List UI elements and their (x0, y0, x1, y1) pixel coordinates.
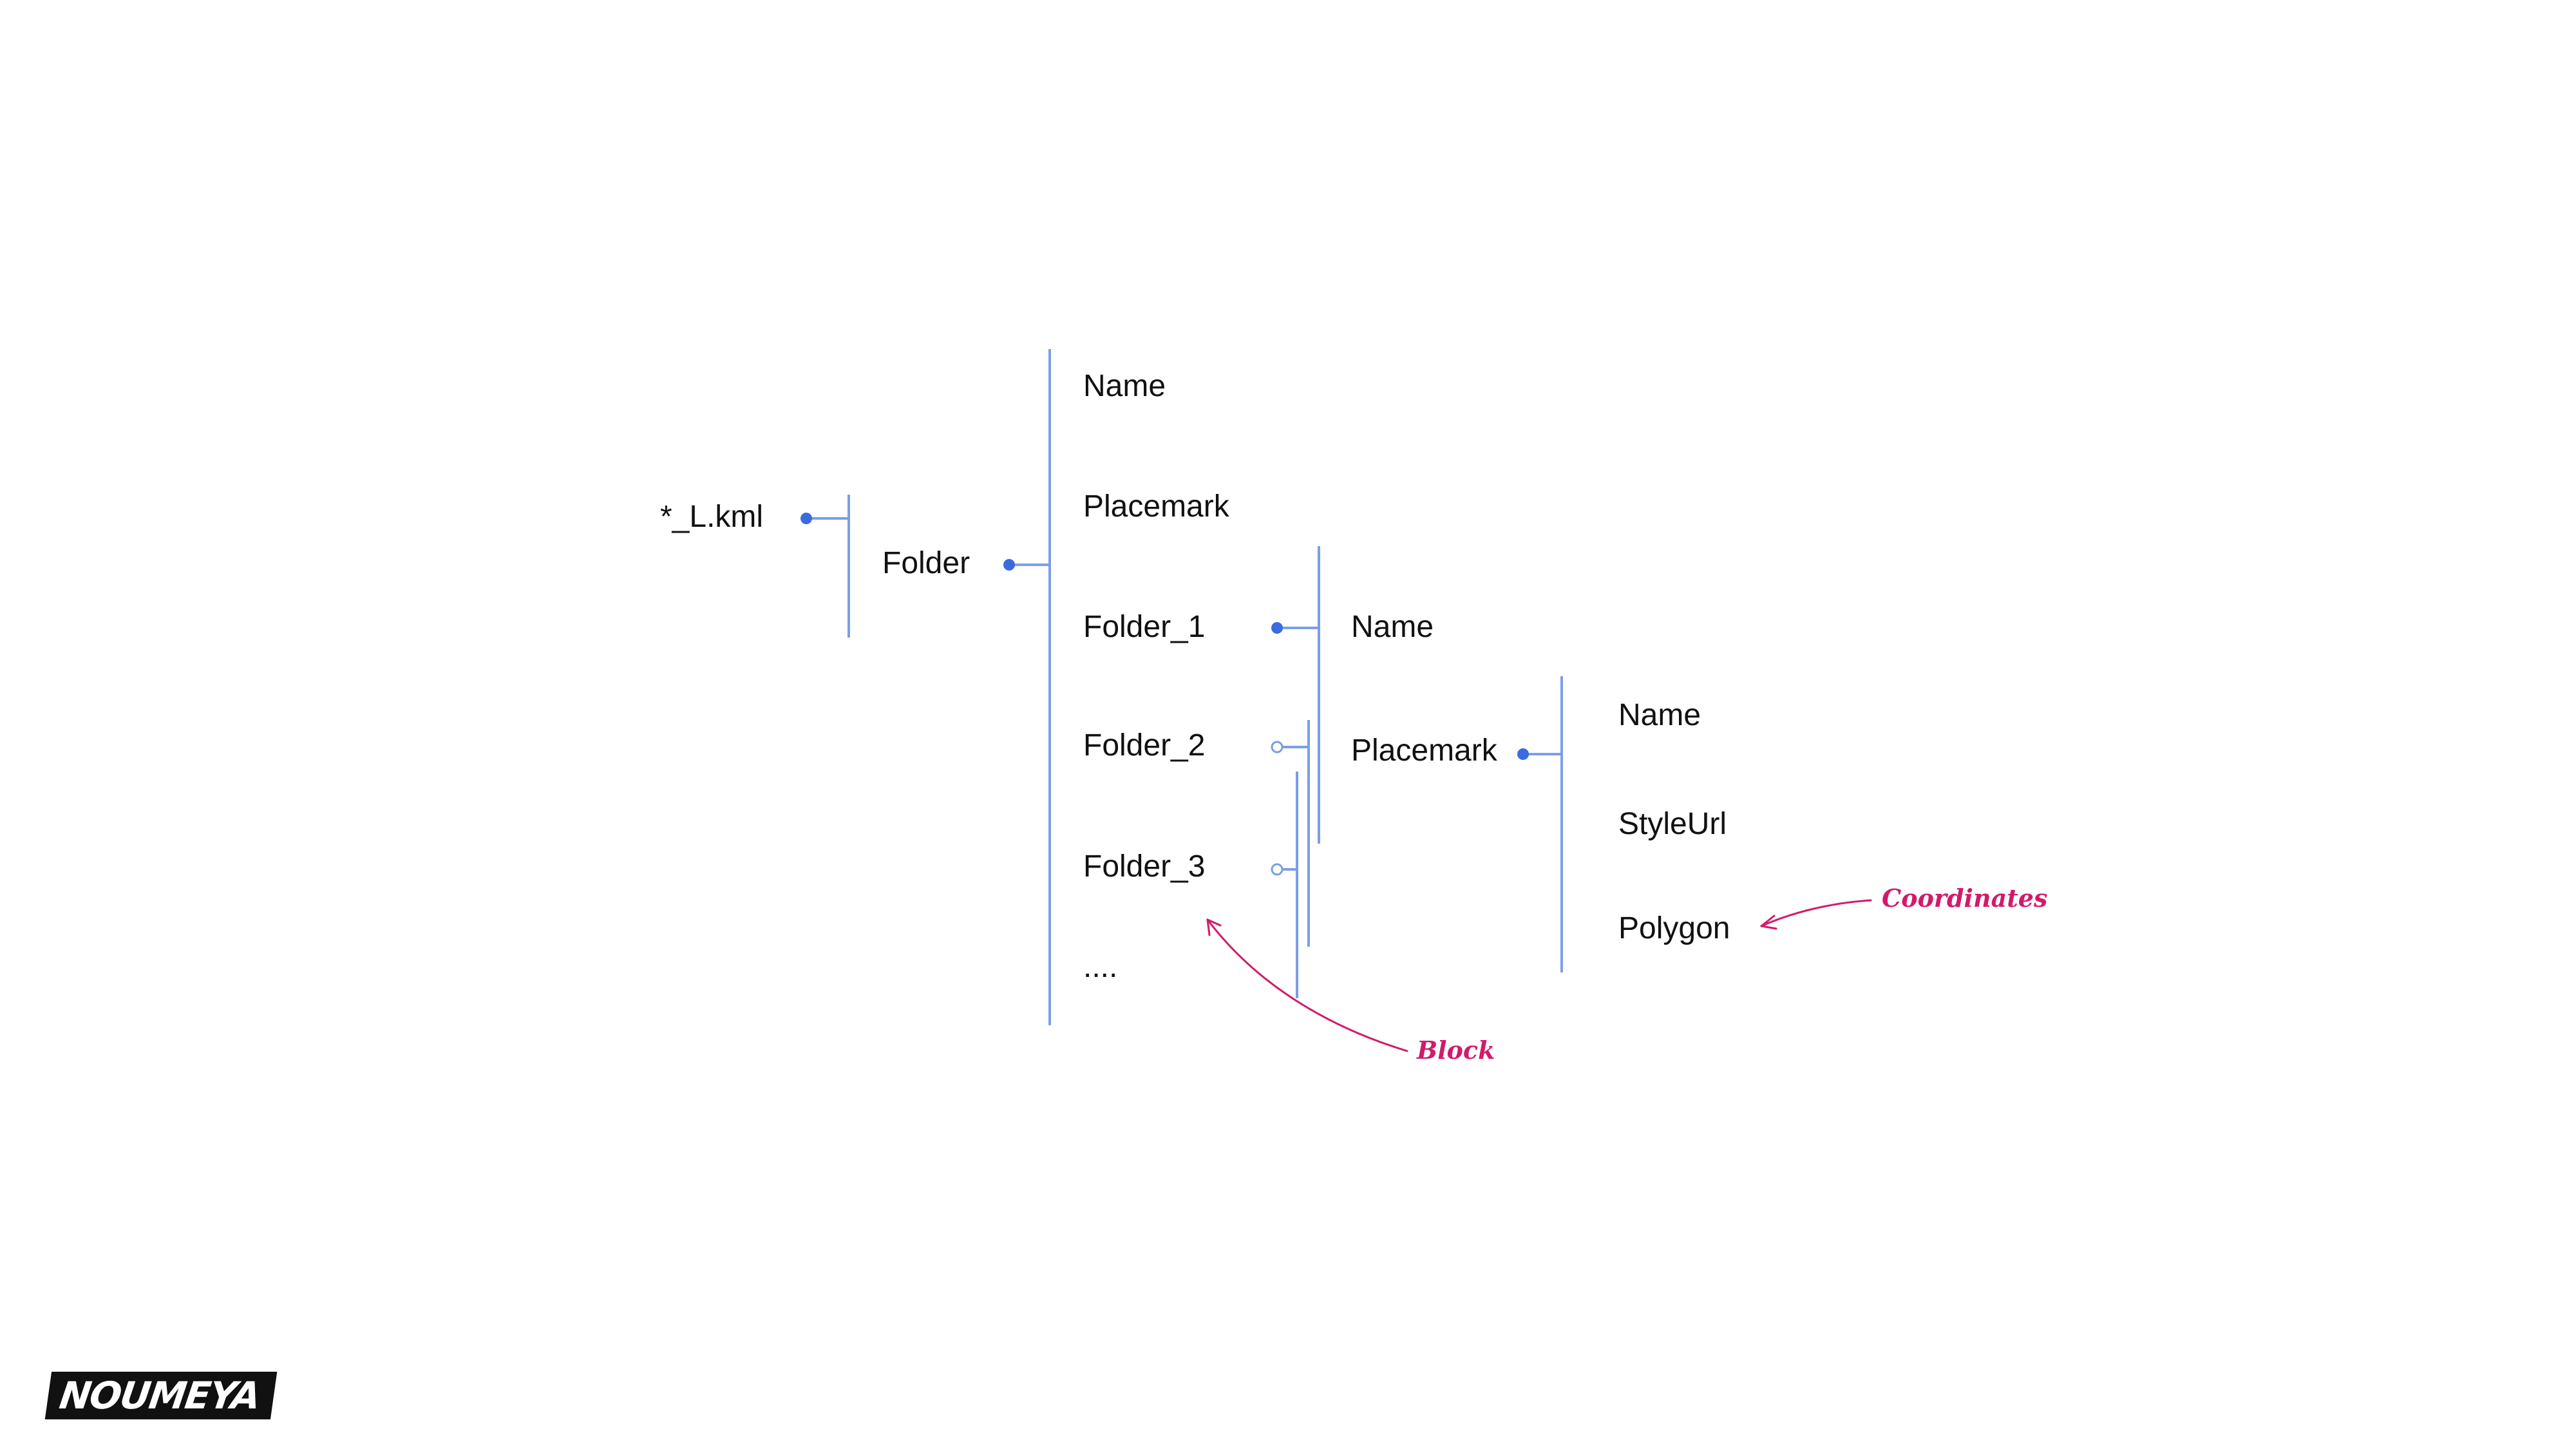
root-node-dot (800, 513, 812, 524)
noumeya-logo: NOUMEYA (44, 1372, 277, 1419)
coordinates-arrowhead (1760, 914, 1777, 930)
folder-child-placemark: Placemark (1083, 489, 1229, 524)
root-file-label: *_L.kml (660, 500, 764, 534)
folder3-collapsed-dot (1271, 863, 1283, 876)
folder-child-folder2: Folder_2 (1083, 728, 1206, 762)
coordinates-annotation: Coordinates (1882, 884, 2048, 913)
folder-child-folder1: Folder_1 (1083, 610, 1206, 644)
folder2-collapsed-dot (1271, 741, 1283, 753)
placemark-child-polygon: Polygon (1618, 911, 1730, 945)
block-arrowhead (1206, 918, 1222, 936)
folder-label: Folder (882, 546, 971, 580)
placemark-child-styleurl: StyleUrl (1618, 807, 1727, 841)
block-arrow (1206, 918, 1408, 1052)
folder-node-dot (1003, 559, 1015, 571)
block-annotation: Block (1417, 1036, 1495, 1065)
placemark-node-dot (1517, 748, 1529, 760)
coordinates-arrow (1760, 899, 1872, 927)
folder-child-name: Name (1083, 369, 1166, 403)
folder-child-ellipsis: .... (1083, 950, 1118, 984)
folder1-child-placemark: Placemark (1351, 734, 1497, 768)
folder-child-folder3: Folder_3 (1083, 849, 1206, 884)
placemark-child-name: Name (1618, 698, 1701, 732)
folder1-child-name: Name (1351, 610, 1434, 644)
folder1-node-dot (1271, 622, 1283, 634)
